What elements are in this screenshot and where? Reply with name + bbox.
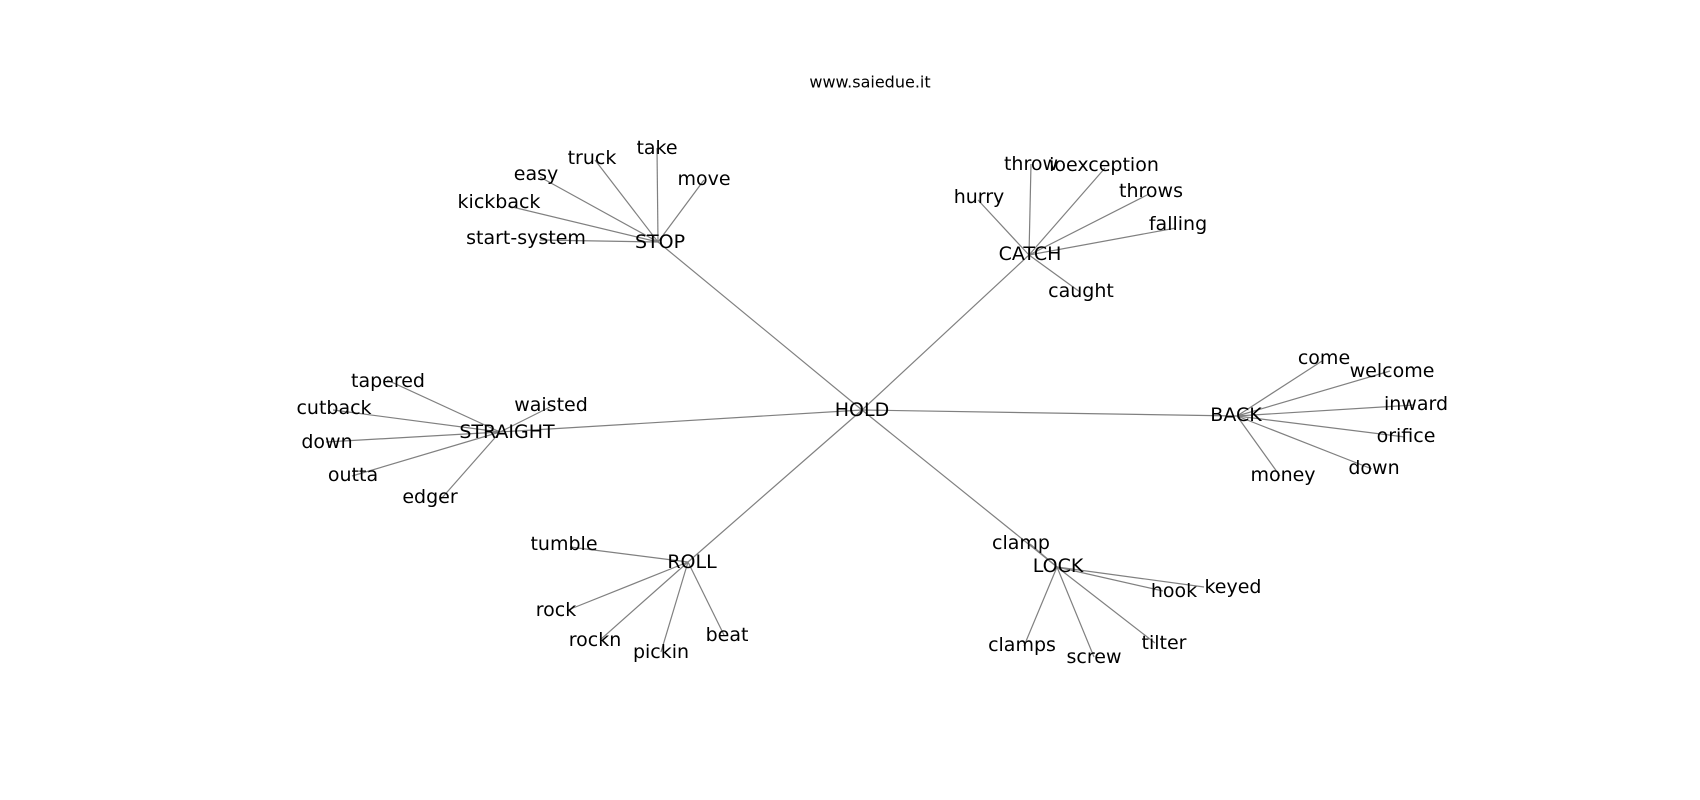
center-edge	[687, 409, 863, 563]
hub-node-label: STOP	[635, 231, 685, 253]
leaf-edge	[507, 205, 659, 243]
leaf-edge	[656, 147, 659, 243]
leaf-edge	[539, 176, 659, 243]
leaf-edge	[1056, 566, 1156, 644]
leaf-edge	[1236, 415, 1406, 438]
leaf-edge	[567, 561, 689, 611]
leaf-edge	[332, 409, 501, 433]
leaf-node-label: ioexception	[1049, 154, 1159, 176]
leaf-edge	[1056, 566, 1205, 588]
leaf-edge	[1029, 543, 1058, 568]
leaf-edge	[386, 379, 501, 433]
leaf-node-label: easy	[514, 163, 558, 185]
leaf-node-label: keyed	[1204, 576, 1261, 598]
leaf-node-label: down	[301, 431, 352, 453]
leaf-node-label: come	[1298, 347, 1350, 369]
leaf-node-label: edger	[402, 486, 458, 508]
leaf-edge	[569, 546, 689, 563]
center-node-label: HOLD	[835, 399, 889, 421]
leaf-edge	[1028, 193, 1150, 256]
leaf-node-label: pickin	[633, 641, 689, 663]
leaf-node-label: throw	[1004, 153, 1058, 175]
leaf-node-label: beat	[706, 624, 749, 646]
leaf-edge	[1236, 360, 1323, 417]
leaf-edge	[977, 199, 1030, 256]
leaf-edge	[660, 561, 689, 653]
leaf-edge	[499, 406, 551, 433]
leaf-node-label: inward	[1384, 393, 1448, 415]
leaf-node-label: caught	[1048, 280, 1114, 302]
leaf-node-label: cutback	[296, 397, 371, 419]
leaf-node-label: kickback	[458, 191, 541, 213]
leaf-node-label: tumble	[530, 533, 597, 555]
leaf-node-label: tilter	[1142, 632, 1187, 654]
leaf-edge	[657, 179, 705, 243]
leaf-edge	[1236, 415, 1373, 470]
leaf-edge	[1236, 370, 1391, 417]
leaf-edge	[599, 561, 689, 641]
leaf-node-label: outta	[328, 464, 378, 486]
leaf-node-label: falling	[1149, 213, 1207, 235]
center-edge	[861, 409, 1058, 568]
leaf-edge	[594, 159, 659, 243]
leaf-edge	[325, 431, 501, 443]
leaf-node-label: hook	[1151, 580, 1197, 602]
leaf-edge	[1056, 566, 1164, 592]
leaf-edge	[440, 431, 501, 500]
hub-node-label: BACK	[1210, 404, 1262, 426]
center-edge	[861, 254, 1030, 411]
leaf-node-label: orifice	[1377, 425, 1436, 447]
leaf-edge	[1236, 415, 1281, 477]
leaf-edge	[351, 431, 501, 477]
leaf-node-label: take	[636, 137, 677, 159]
hub-node-label: CATCH	[999, 243, 1062, 265]
center-edge	[861, 409, 1238, 417]
leaf-edge	[1056, 566, 1095, 658]
leaf-node-label: welcome	[1350, 360, 1435, 382]
leaf-node-label: rock	[536, 599, 576, 621]
leaf-node-label: hurry	[954, 186, 1005, 208]
diagram-title: www.saiedue.it	[809, 73, 930, 92]
hub-node-label: LOCK	[1033, 555, 1084, 577]
leaf-edge	[687, 561, 725, 636]
leaf-edge	[1028, 254, 1081, 293]
leaf-node-label: truck	[568, 147, 617, 169]
hub-node-label: ROLL	[667, 551, 717, 573]
leaf-edge	[1236, 404, 1415, 417]
leaf-edge	[1028, 227, 1177, 256]
leaf-node-label: tapered	[351, 370, 425, 392]
hub-node-label: STRAIGHT	[459, 421, 555, 443]
leaf-node-label: money	[1250, 464, 1315, 486]
leaf-node-label: clamps	[988, 634, 1056, 656]
leaf-edge	[1028, 167, 1106, 256]
leaf-node-label: screw	[1067, 646, 1122, 668]
leaf-edge	[539, 239, 659, 243]
leaf-node-label: start-system	[466, 227, 586, 249]
center-edge	[499, 409, 863, 433]
leaf-node-label: throws	[1119, 180, 1183, 202]
leaf-node-label: clamp	[992, 532, 1050, 554]
center-edge	[657, 241, 863, 411]
leaf-node-label: down	[1348, 457, 1399, 479]
leaf-edge	[1028, 163, 1032, 256]
edges-layer	[325, 147, 1415, 658]
labels-layer: www.saiedue.it HOLD take truck move easy kic…	[296, 73, 1448, 669]
leaf-node-label: move	[677, 168, 730, 190]
leaf-node-label: rockn	[569, 629, 622, 651]
leaf-edge	[1023, 566, 1058, 647]
leaf-node-label: waisted	[514, 394, 588, 416]
